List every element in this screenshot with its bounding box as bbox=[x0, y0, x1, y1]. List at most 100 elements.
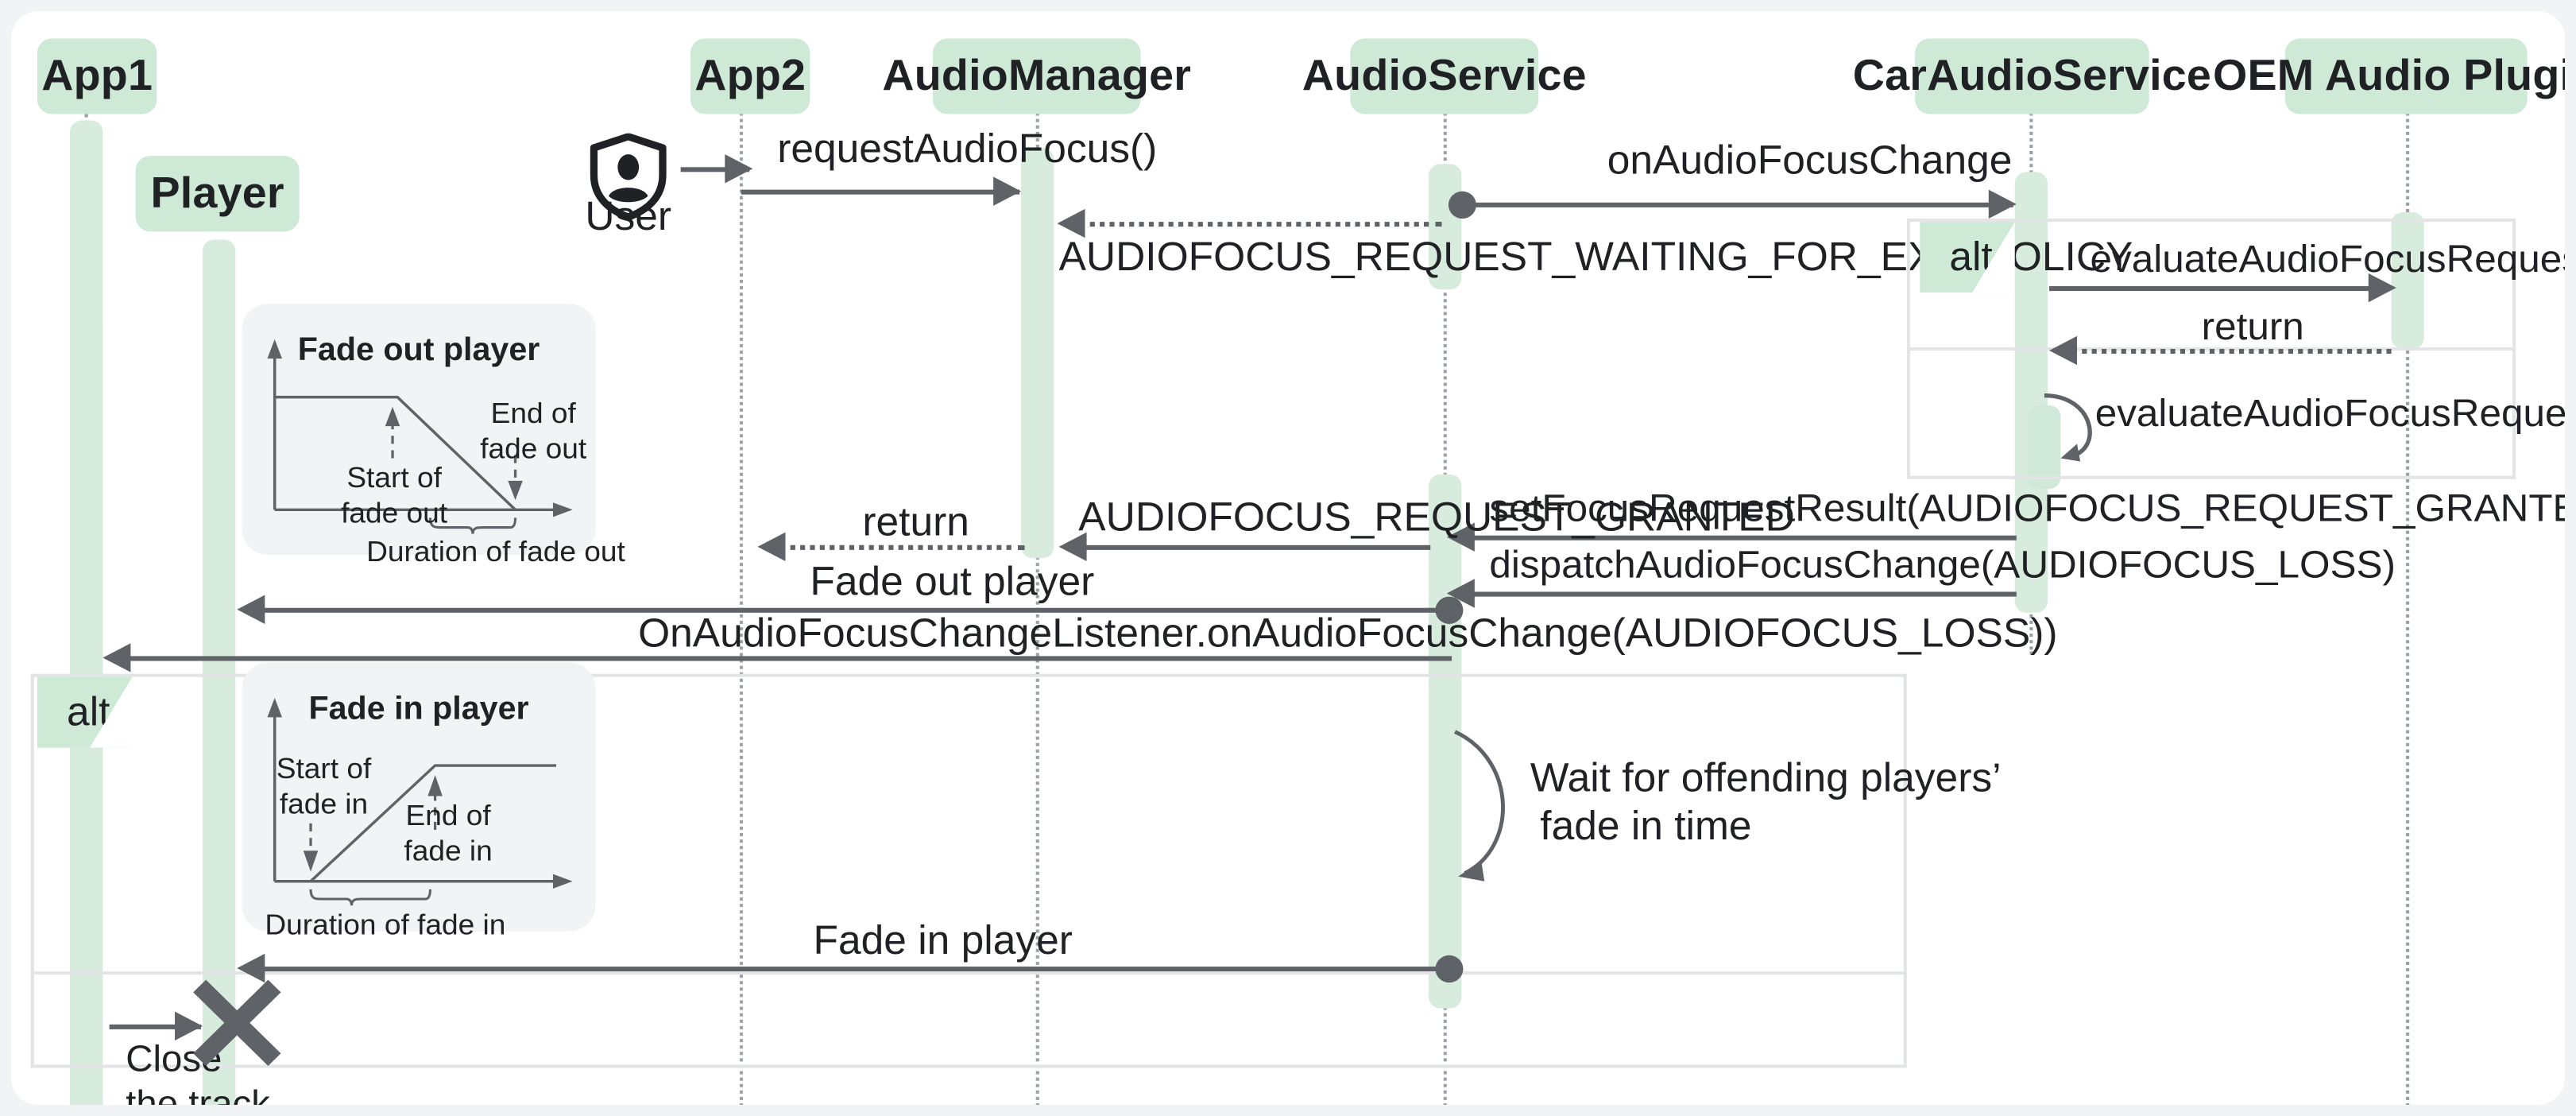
participant-label: CarAudioService bbox=[1852, 51, 2212, 100]
fade-out-end-line2: fade out bbox=[480, 432, 587, 464]
message-audiofocusrequestgranted-arrowhead bbox=[1058, 532, 1087, 562]
message-oemreturn-label: return bbox=[2201, 305, 2304, 349]
participant-label: App2 bbox=[694, 51, 806, 100]
diagram-canvas: App1 Player App2 AudioManager AudioServi… bbox=[11, 11, 2565, 1105]
fragment-alt-app1 bbox=[30, 673, 1907, 1068]
destroy-x-icon bbox=[193, 979, 281, 1074]
participant-audioservice[interactable]: AudioService bbox=[1302, 38, 1587, 114]
fade-out-end-line1: End of bbox=[490, 397, 576, 430]
message-onaudiofocuschange-arrowhead bbox=[1988, 189, 2017, 219]
participant-label: Player bbox=[150, 169, 284, 218]
activation-audioservice-3 bbox=[1429, 629, 1462, 980]
activation-audiomanager bbox=[1021, 148, 1054, 559]
lifeline-oemplugin bbox=[2406, 107, 2410, 1105]
message-fadeinplayer-label: Fade in player bbox=[813, 918, 1073, 963]
message-fadeoutplayer-label: Fade out player bbox=[810, 560, 1095, 605]
message-managerreturn-label: return bbox=[862, 500, 969, 545]
fade-out-start-line1: Start of bbox=[346, 461, 442, 494]
fade-in-chart-plot bbox=[267, 698, 573, 906]
message-fadeinplayer-arrowhead bbox=[237, 953, 265, 983]
message-closethetrack-line bbox=[109, 1024, 201, 1029]
fade-out-duration-label: Duration of fade out bbox=[366, 535, 625, 568]
wait-note-label: Wait for offending players’ fade in time bbox=[1530, 754, 2002, 851]
message-evaluateaudiofocusrequest-label: evaluateAudioFocusRequest bbox=[2090, 238, 2565, 281]
lifeline-app2 bbox=[739, 107, 743, 1105]
message-dispatchaudiofocuschange-line bbox=[1464, 591, 2017, 597]
participant-player[interactable]: Player bbox=[135, 156, 300, 232]
message-onaudiofocuschange-label: onAudioFocusChange bbox=[1607, 138, 2013, 184]
message-requestaudiofocus-label: requestAudioFocus() bbox=[777, 126, 1158, 172]
message-closethetrack-label: Close the track bbox=[126, 1037, 270, 1105]
fragment-alt-oem-tag: alt bbox=[1920, 222, 2015, 293]
fade-in-start-label: Start of fade in bbox=[258, 753, 389, 822]
message-onaudiofocuschangelistener-line bbox=[122, 656, 1452, 661]
wait-note-line2: fade in time bbox=[1540, 804, 1752, 850]
message-requestaudiofocus-arrowhead bbox=[993, 176, 1022, 206]
message-evaluateinternally-selfloop bbox=[2044, 393, 2092, 462]
message-fadeoutplayer-line bbox=[257, 607, 1450, 613]
message-fadeoutplayer-arrowhead bbox=[237, 595, 265, 624]
message-onaudiofocuschange-line bbox=[1461, 202, 2013, 207]
message-oemreturn-arrowhead bbox=[2049, 335, 2078, 366]
participant-app1[interactable]: App1 bbox=[37, 38, 157, 114]
user-label: User bbox=[585, 194, 672, 240]
message-user-to-app2-arrowhead bbox=[725, 154, 753, 184]
activation-caraudioservice bbox=[2014, 172, 2048, 613]
fade-in-start-line1: Start of bbox=[276, 752, 372, 785]
participant-label: AudioManager bbox=[882, 51, 1192, 100]
wait-note-curved-arrow bbox=[1454, 730, 1505, 882]
message-setfocusrequestresult-arrowhead bbox=[1446, 522, 1475, 552]
fade-in-start-line2: fade in bbox=[279, 787, 369, 820]
participant-label: OEM Audio Plugin bbox=[2212, 51, 2565, 100]
fade-in-end-line1: End of bbox=[405, 799, 491, 831]
participant-app2[interactable]: App2 bbox=[690, 38, 810, 114]
fade-out-end-label: End of fade out bbox=[468, 397, 599, 467]
fragment-alt-app1-tag: alt bbox=[37, 676, 133, 748]
message-requestaudiofocus-line bbox=[741, 189, 1020, 195]
lifeline-audiomanager bbox=[1035, 107, 1039, 1105]
closethetrack-line2: the track bbox=[126, 1081, 270, 1105]
message-waitingextpolicy-arrowhead bbox=[1057, 208, 1085, 238]
fade-out-chart-plot bbox=[267, 339, 573, 534]
fade-in-duration-label: Duration of fade in bbox=[265, 909, 506, 941]
fade-in-end-label: End of fade in bbox=[383, 800, 514, 869]
participant-caraudioservice[interactable]: CarAudioService bbox=[1853, 38, 2211, 114]
activation-audioservice-1 bbox=[1429, 164, 1462, 290]
fragment-alt-app1-divider bbox=[30, 971, 1907, 975]
message-audiofocusrequestgranted-label: AUDIOFOCUS_REQUEST_GRANTED bbox=[1078, 495, 1795, 541]
fade-in-end-line2: fade in bbox=[404, 834, 493, 866]
message-closethetrack-arrowhead bbox=[175, 1011, 203, 1041]
user-shield-icon bbox=[587, 133, 669, 221]
activation-player bbox=[203, 239, 236, 1105]
fade-out-chart-title: Fade out player bbox=[297, 332, 540, 369]
participant-label: AudioService bbox=[1302, 51, 1587, 100]
fade-out-chart-card: Fade out player Start of bbox=[242, 304, 625, 568]
diagram-scale-wrapper: App1 Player App2 AudioManager AudioServi… bbox=[11, 11, 2565, 1105]
fade-in-chart-title: Fade in player bbox=[308, 691, 529, 727]
message-dispatchaudiofocuschange-label: dispatchAudioFocusChange(AUDIOFOCUS_LOSS… bbox=[1489, 543, 2396, 587]
message-evaluateaudiofocusrequest-line bbox=[2049, 286, 2390, 292]
message-onaudiofocuschangelistener-label: OnAudioFocusChangeListener.onAudioFocusC… bbox=[638, 610, 2058, 657]
message-managerreturn-line bbox=[779, 544, 1025, 550]
message-evaluateinternally-label: evaluateAudioFocusRequestInternally bbox=[2094, 392, 2565, 436]
participant-label: App1 bbox=[41, 51, 153, 100]
message-setfocusrequestresult-line bbox=[1464, 535, 2017, 541]
message-user-to-app2-line bbox=[680, 167, 750, 172]
message-fadeinplayer-line bbox=[257, 966, 1450, 972]
message-evaluateaudiofocusrequest-arrowhead bbox=[2368, 273, 2396, 303]
fade-out-start-line2: fade out bbox=[341, 496, 448, 529]
fade-out-start-label: Start of fade out bbox=[320, 462, 467, 531]
wait-note-line1: Wait for offending players’ bbox=[1530, 755, 2002, 801]
message-onaudiofocuschangelistener-arrowhead bbox=[102, 643, 131, 672]
message-audiofocusrequestgranted-line bbox=[1078, 544, 1431, 550]
message-managerreturn-arrowhead bbox=[757, 532, 786, 562]
fade-in-chart-card: Fade in player Start of bbox=[242, 662, 596, 941]
participant-audiomanager[interactable]: AudioManager bbox=[882, 38, 1191, 114]
participant-oemplugin[interactable]: OEM Audio Plugin bbox=[2213, 38, 2565, 114]
activation-caraudioservice-self bbox=[2028, 405, 2061, 489]
message-oemreturn-line bbox=[2070, 348, 2392, 355]
message-setfocusrequestresult-label: setFocusRequestResult(AUDIOFOCUS_REQUEST… bbox=[1489, 486, 2565, 531]
activation-app1 bbox=[70, 120, 103, 1105]
message-waitingextpolicy-line bbox=[1078, 222, 1442, 227]
